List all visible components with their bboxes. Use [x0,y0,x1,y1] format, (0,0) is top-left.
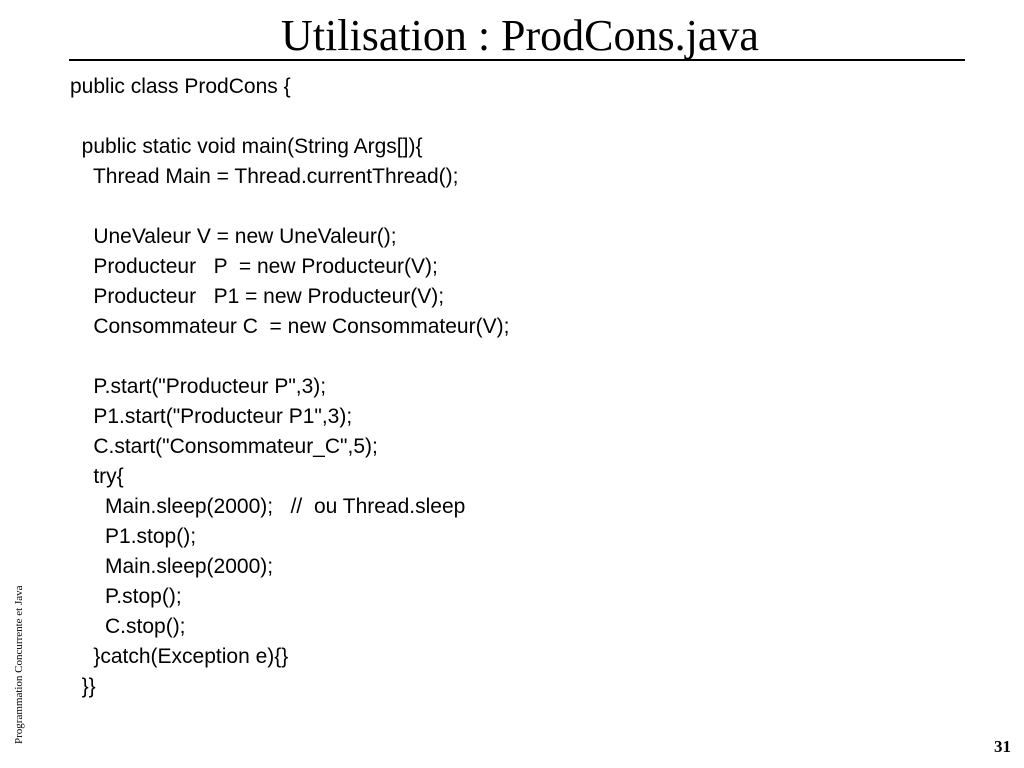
title-underline [69,59,965,61]
page-number: 31 [994,737,1011,756]
code-line: Main.sleep(2000); // ou Thread.sleep [70,495,466,518]
code-line [70,102,950,132]
code-line: }} [70,675,96,698]
side-label: Programmation Concurrente et Java [0,557,25,744]
code-line: try{ [70,465,124,488]
code-line: P.stop(); [70,585,182,608]
code-line: Main.sleep(2000); [70,555,274,578]
slide-title: Utilisation : ProdCons.java [281,11,759,60]
code-line: P1.start("Producteur P1",3); [70,405,353,428]
code-listing: public class ProdCons { public static vo… [70,72,950,702]
code-line: UneValeur V = new UneValeur(); [70,225,397,248]
code-line: C.stop(); [70,615,186,638]
code-line [70,192,950,222]
code-line: public static void main(String Args[]){ [70,135,423,158]
code-line: Producteur P1 = new Producteur(V); [70,285,445,308]
code-line: public class ProdCons { [70,75,291,98]
code-line: }catch(Exception e){} [70,645,289,668]
code-line: C.start("Consommateur_C",5); [70,435,378,458]
code-line [70,342,950,372]
code-line: Consommateur C = new Consommateur(V); [70,315,510,338]
code-line: P.start("Producteur P",3); [70,375,327,398]
code-line: Producteur P = new Producteur(V); [70,255,438,278]
code-line: P1.stop(); [70,525,197,548]
code-line: Thread Main = Thread.currentThread(); [70,165,459,188]
course-name-label: Programmation Concurrente et Java [13,585,25,744]
